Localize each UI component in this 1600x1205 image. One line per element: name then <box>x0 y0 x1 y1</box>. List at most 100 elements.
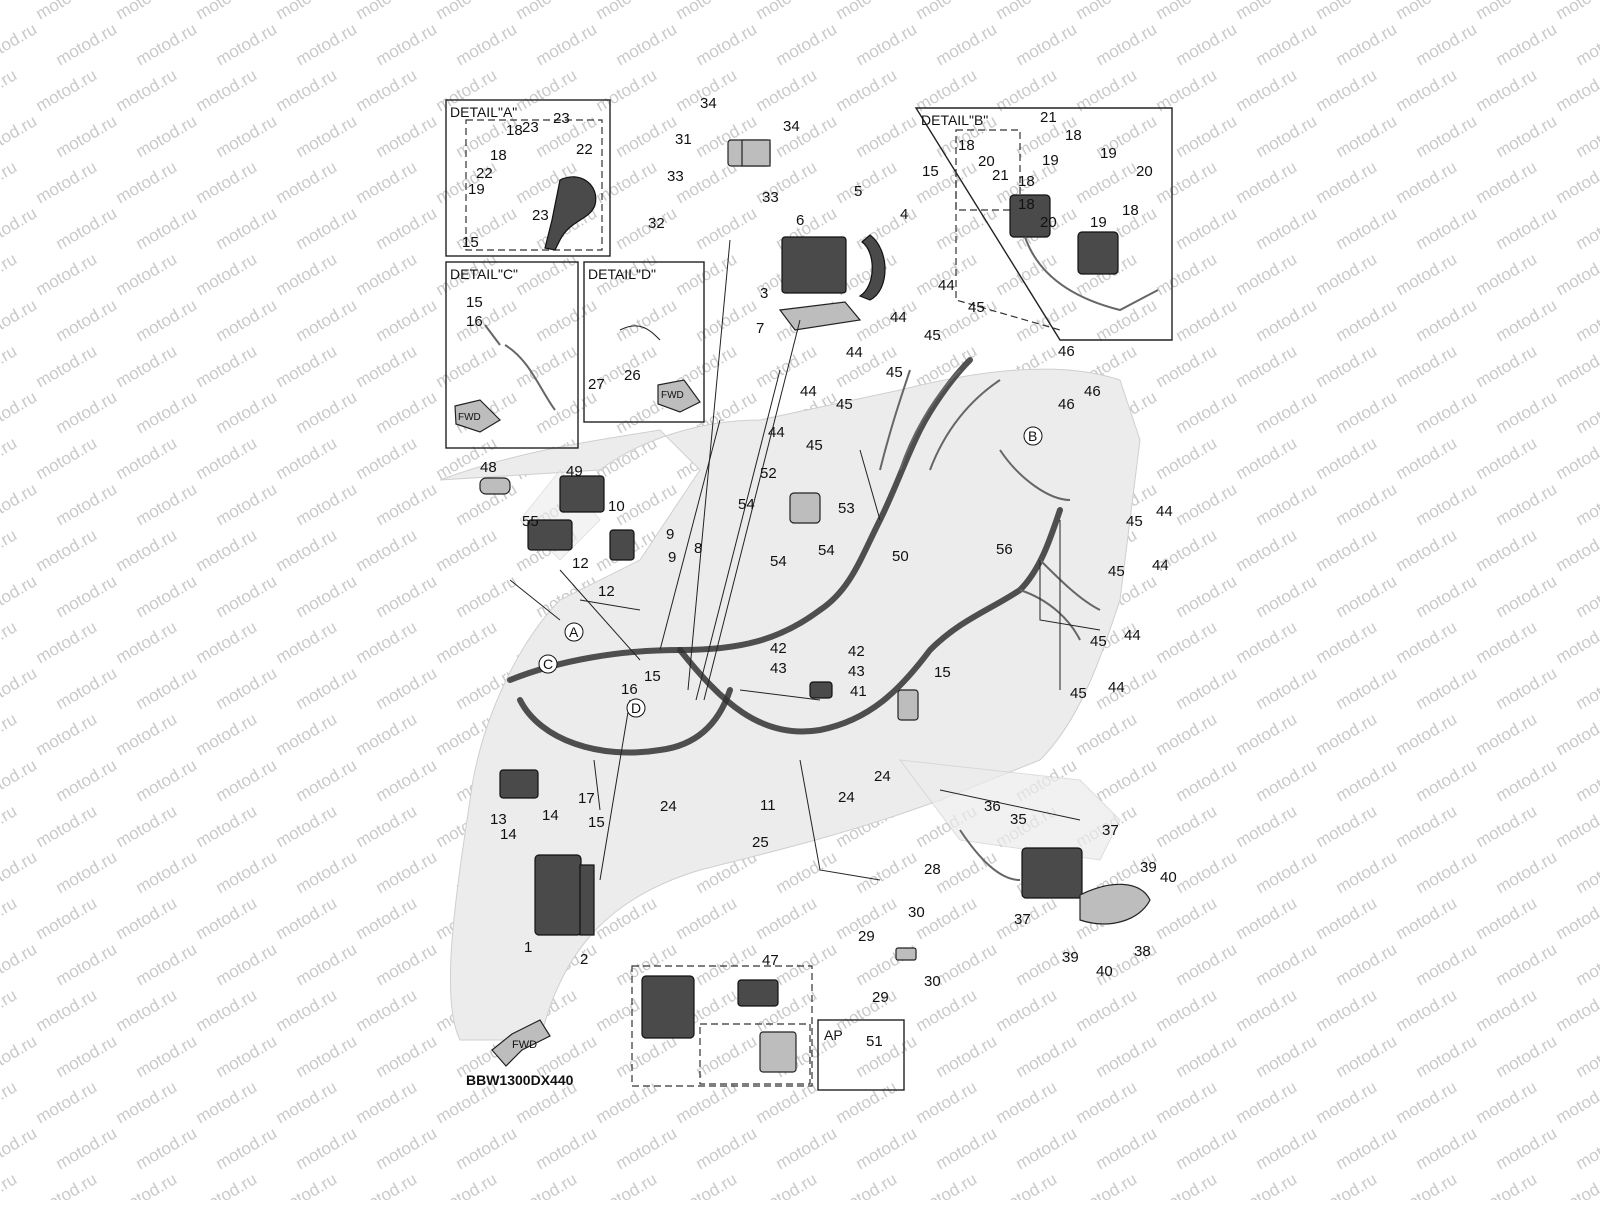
ap-label: AP <box>824 1027 843 1043</box>
watermark-text: motod.ru <box>273 617 341 667</box>
watermark-text: motod.ru <box>353 157 421 207</box>
watermark-text: motod.ru <box>593 1169 661 1200</box>
watermark-text: motod.ru <box>1573 663 1600 713</box>
callout-46: 46 <box>1058 343 1075 360</box>
watermark-text: motod.ru <box>53 571 121 621</box>
watermark-text: motod.ru <box>53 663 121 713</box>
watermark-text: motod.ru <box>133 1123 201 1173</box>
watermark-text: motod.ru <box>1493 1031 1561 1081</box>
watermark-text: motod.ru <box>833 157 901 207</box>
part-38 <box>1080 884 1150 924</box>
watermark-text: motod.ru <box>1153 249 1221 299</box>
callout-19: 19 <box>1090 214 1107 231</box>
watermark-text: motod.ru <box>1473 985 1541 1035</box>
watermark-text: motod.ru <box>1233 985 1301 1035</box>
watermark-text: motod.ru <box>1153 617 1221 667</box>
watermark-text: motod.ru <box>1153 709 1221 759</box>
callout-15: 15 <box>934 664 951 681</box>
watermark-text: motod.ru <box>1333 1123 1401 1173</box>
watermark-text: motod.ru <box>33 157 101 207</box>
callout-11: 11 <box>760 797 776 814</box>
watermark-text: motod.ru <box>1573 571 1600 621</box>
watermark-text: motod.ru <box>453 1123 521 1173</box>
watermark-text: motod.ru <box>1413 1123 1481 1173</box>
watermark-text: motod.ru <box>613 203 681 253</box>
watermark-text: motod.ru <box>133 755 201 805</box>
watermark-text: motod.ru <box>1493 387 1561 437</box>
watermark-text: motod.ru <box>1333 111 1401 161</box>
watermark-text: motod.ru <box>273 801 341 851</box>
watermark-text: motod.ru <box>353 801 421 851</box>
callout-15: 15 <box>922 163 939 180</box>
watermark-text: motod.ru <box>773 1123 841 1173</box>
watermark-text: motod.ru <box>693 1031 761 1081</box>
watermark-text: motod.ru <box>353 1169 421 1200</box>
detail-c-title: DETAIL"C" <box>450 266 518 282</box>
watermark-text: motod.ru <box>113 801 181 851</box>
watermark-text: motod.ru <box>1573 19 1600 69</box>
watermark-text: motod.ru <box>33 1169 101 1200</box>
part-31 <box>742 140 770 166</box>
watermark-text: motod.ru <box>1413 295 1481 345</box>
watermark-text: motod.ru <box>113 1077 181 1127</box>
watermark-text: motod.ru <box>833 0 901 23</box>
watermark-text: motod.ru <box>33 985 101 1035</box>
watermark-text: motod.ru <box>673 0 741 23</box>
watermark-text: motod.ru <box>373 203 441 253</box>
watermark-text: motod.ru <box>1493 847 1561 897</box>
watermark-text: motod.ru <box>353 709 421 759</box>
watermark-text: motod.ru <box>293 755 361 805</box>
watermark-text: motod.ru <box>113 0 181 23</box>
watermark-text: motod.ru <box>1173 755 1241 805</box>
watermark-text: motod.ru <box>133 111 201 161</box>
watermark-text: motod.ru <box>373 19 441 69</box>
watermark-text: motod.ru <box>293 479 361 529</box>
watermark-text: motod.ru <box>1473 433 1541 483</box>
watermark-text: motod.ru <box>753 1169 821 1200</box>
watermark-text: motod.ru <box>33 433 101 483</box>
watermark-text: motod.ru <box>1153 0 1221 23</box>
watermark-text: motod.ru <box>1493 295 1561 345</box>
watermark-text: motod.ru <box>613 1123 681 1173</box>
watermark-text: motod.ru <box>1573 1031 1600 1081</box>
callout-10: 10 <box>608 498 625 515</box>
part-29 <box>896 948 916 960</box>
watermark-text: motod.ru <box>133 479 201 529</box>
callout-23: 23 <box>522 119 539 136</box>
watermark-text: motod.ru <box>373 1123 441 1173</box>
watermark-text: motod.ru <box>1573 387 1600 437</box>
watermark-text: motod.ru <box>1553 433 1600 483</box>
watermark-text: motod.ru <box>1093 1123 1161 1173</box>
watermark-text: motod.ru <box>933 19 1001 69</box>
watermark-text: motod.ru <box>1493 479 1561 529</box>
watermark-text: motod.ru <box>193 525 261 575</box>
callout-1: 1 <box>524 939 532 956</box>
watermark-text: motod.ru <box>933 939 1001 989</box>
watermark-text: motod.ru <box>213 387 281 437</box>
callout-56: 56 <box>996 541 1013 558</box>
watermark-text: motod.ru <box>433 1169 501 1200</box>
watermark-text: motod.ru <box>0 525 20 575</box>
watermark-text: motod.ru <box>353 525 421 575</box>
watermark-text: motod.ru <box>1553 249 1600 299</box>
watermark-text: motod.ru <box>1553 65 1600 115</box>
watermark-text: motod.ru <box>1393 1077 1461 1127</box>
part-13 <box>500 770 538 798</box>
callout-24: 24 <box>874 768 891 785</box>
callout-44: 44 <box>890 309 907 326</box>
watermark-text: motod.ru <box>1413 663 1481 713</box>
watermark-text: motod.ru <box>0 847 40 897</box>
watermark-text: motod.ru <box>53 203 121 253</box>
watermark-text: motod.ru <box>133 663 201 713</box>
watermark-text: motod.ru <box>1573 755 1600 805</box>
watermark-text: motod.ru <box>1313 249 1381 299</box>
watermark-text: motod.ru <box>853 847 921 897</box>
watermark-text: motod.ru <box>1333 1031 1401 1081</box>
watermark-text: motod.ru <box>1153 801 1221 851</box>
watermark-text: motod.ru <box>1173 571 1241 621</box>
callout-36: 36 <box>984 798 1001 815</box>
watermark-text: motod.ru <box>1573 939 1600 989</box>
watermark-text: motod.ru <box>773 847 841 897</box>
watermark-text: motod.ru <box>833 65 901 115</box>
